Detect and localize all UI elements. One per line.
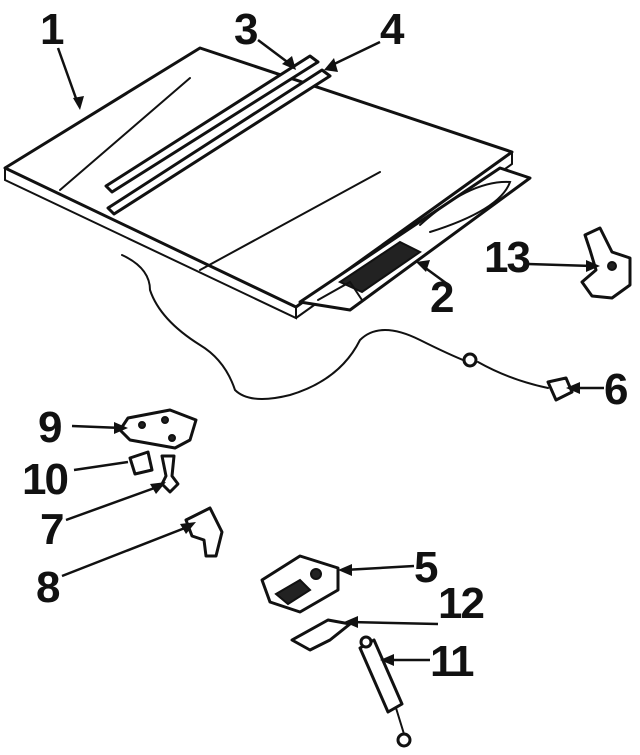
- weatherstrip-4: [106, 68, 332, 216]
- callout-2: 2: [430, 273, 453, 322]
- leader-lines: [56, 39, 604, 666]
- hinge-plate-9: [118, 408, 198, 450]
- callout-9: 9: [38, 403, 61, 452]
- callout-11: 11: [430, 637, 474, 686]
- support-bracket-12: [290, 618, 352, 652]
- cable-handle-6: [546, 376, 574, 402]
- callout-12: 12: [438, 579, 483, 628]
- weatherstrip-3: [104, 54, 320, 194]
- bumper-10: [128, 450, 154, 476]
- callout-7: 7: [40, 505, 63, 554]
- hood-panel: [3, 46, 514, 320]
- callout-4: 4: [380, 5, 405, 54]
- bolt-7: [160, 454, 180, 494]
- callout-3: 3: [234, 5, 257, 54]
- callout-1: 1: [40, 5, 64, 54]
- hood-inner-frame: [298, 166, 532, 312]
- callout-13: 13: [484, 233, 529, 282]
- callout-10: 10: [22, 455, 67, 504]
- callout-5: 5: [414, 543, 438, 592]
- latch-striker-13: [580, 226, 632, 300]
- callout-8: 8: [36, 563, 60, 612]
- latch-bracket-8: [184, 506, 224, 558]
- release-cable: [121, 254, 549, 400]
- callout-6: 6: [604, 365, 627, 414]
- hood-latch-5: [260, 554, 340, 614]
- gas-strut-11: [358, 635, 412, 748]
